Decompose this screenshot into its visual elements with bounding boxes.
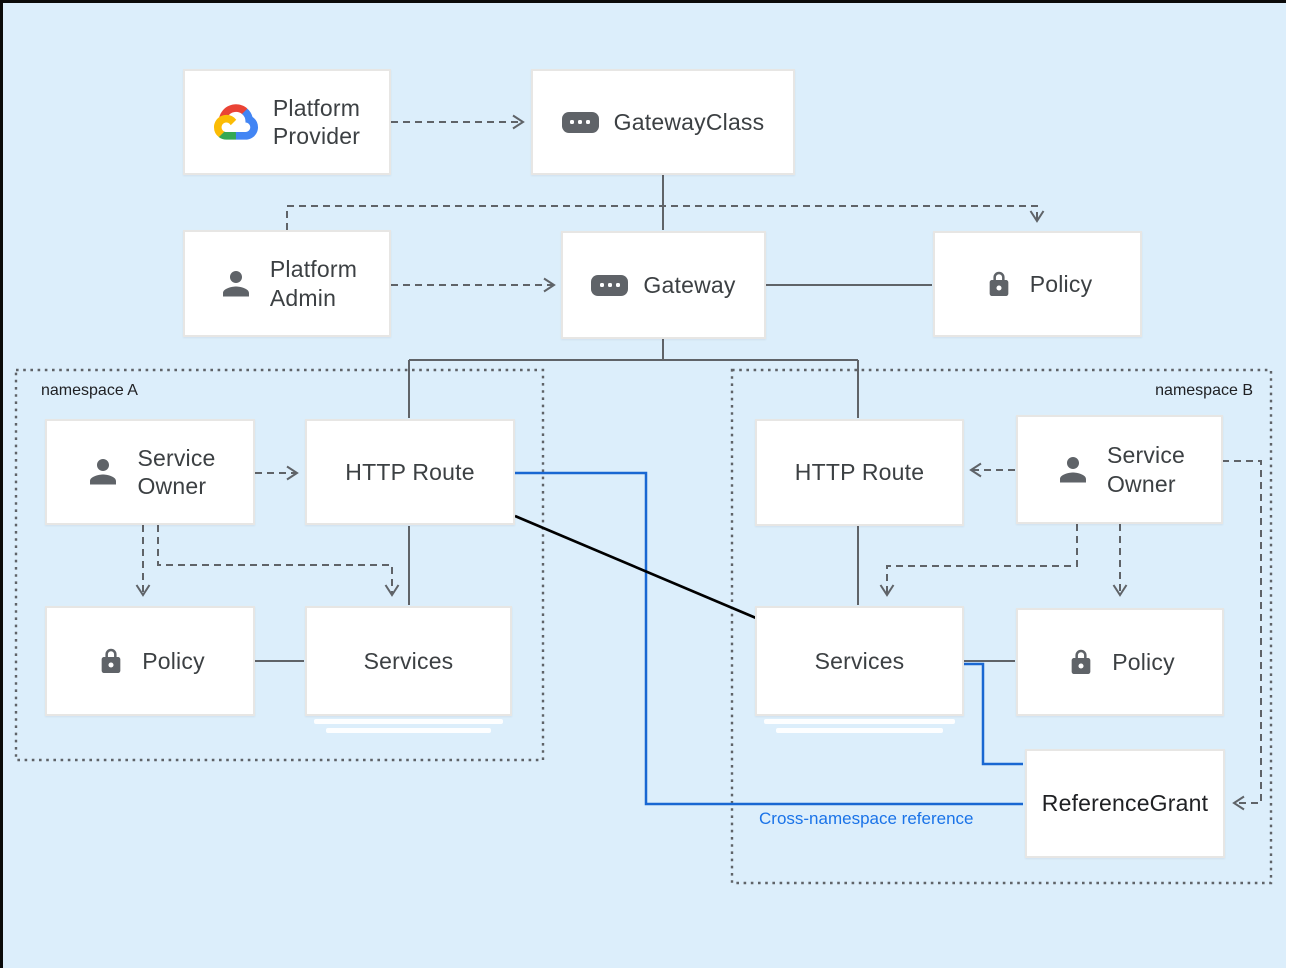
person-icon bbox=[1054, 451, 1092, 489]
node-label: Service Owner bbox=[137, 444, 216, 499]
services-stack-layer bbox=[326, 728, 491, 733]
node-label: ReferenceGrant bbox=[1041, 790, 1209, 817]
namespace-b-label: namespace B bbox=[1155, 382, 1253, 399]
cross-namespace-reference-label: Cross-namespace reference bbox=[759, 809, 974, 828]
policy-a-node: Policy bbox=[45, 606, 255, 716]
resource-icon bbox=[561, 111, 599, 133]
node-label: Platform Provider bbox=[272, 94, 361, 149]
google-cloud-icon bbox=[213, 104, 258, 140]
http-route-a-node: HTTP Route bbox=[305, 419, 515, 525]
node-label: Services bbox=[363, 647, 454, 674]
platform-admin-node: Platform Admin bbox=[183, 230, 391, 337]
reference-grant-node: ReferenceGrant bbox=[1025, 749, 1225, 858]
node-label: HTTP Route bbox=[794, 459, 925, 486]
policy-b-node: Policy bbox=[1016, 608, 1224, 716]
services-stack-layer bbox=[776, 728, 943, 733]
gateway-node: Gateway bbox=[561, 231, 766, 339]
httproute-a-to-services-b-line bbox=[514, 514, 757, 620]
solid-gray-wires bbox=[255, 175, 1015, 662]
person-icon bbox=[84, 453, 122, 491]
node-label: HTTP Route bbox=[345, 458, 475, 485]
lock-icon bbox=[1065, 646, 1097, 678]
node-label: Policy bbox=[142, 647, 205, 674]
node-label: Platform Admin bbox=[269, 256, 358, 311]
connector-layer bbox=[14, 114, 1273, 885]
person-icon bbox=[217, 265, 255, 303]
node-label: GatewayClass bbox=[613, 108, 765, 135]
node-label: Policy bbox=[1029, 270, 1093, 297]
resource-icon bbox=[591, 274, 629, 296]
node-label: Policy bbox=[1112, 648, 1175, 675]
httproute-a-to-referencegrant-line bbox=[515, 471, 1023, 806]
lock-icon bbox=[95, 645, 127, 677]
gateway-class-node: GatewayClass bbox=[531, 69, 795, 175]
services-stack-layer bbox=[764, 719, 955, 724]
http-route-b-node: HTTP Route bbox=[755, 419, 964, 526]
namespace-a-boundary bbox=[14, 368, 545, 762]
services-b-to-referencegrant-line bbox=[964, 662, 1023, 766]
services-a-node: Services bbox=[305, 606, 512, 733]
policy-node-top: Policy bbox=[933, 231, 1142, 337]
node-label: Gateway bbox=[643, 271, 736, 298]
services-stack-layer bbox=[314, 719, 503, 724]
service-owner-b-node: Service Owner bbox=[1016, 415, 1223, 524]
node-label: Services bbox=[814, 647, 905, 674]
platform-provider-node: Platform Provider bbox=[183, 69, 391, 175]
lock-icon bbox=[983, 268, 1015, 300]
dashed-gray-wires bbox=[135, 114, 1262, 811]
services-b-node: Services bbox=[755, 606, 964, 733]
node-label: Service Owner bbox=[1106, 442, 1186, 497]
namespace-a-label: namespace A bbox=[41, 382, 138, 399]
cross-namespace-lines bbox=[515, 471, 1023, 806]
service-owner-a-node: Service Owner bbox=[45, 419, 255, 525]
